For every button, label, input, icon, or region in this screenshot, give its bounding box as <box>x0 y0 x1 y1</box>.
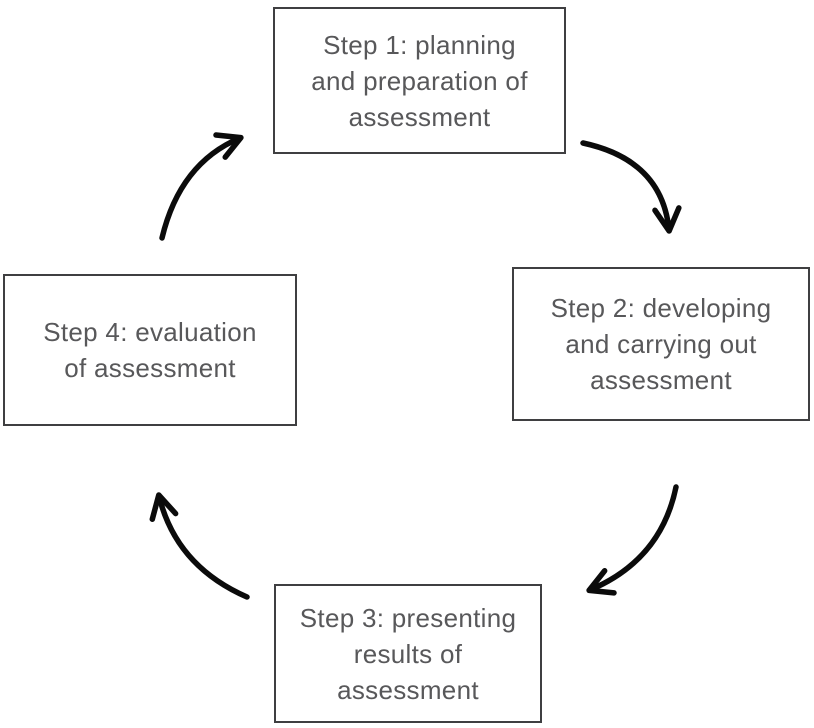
arrow-step3-to-step4 <box>149 492 250 600</box>
arrow-step1-to-step2 <box>580 140 682 234</box>
step-4-box: Step 4: evaluation of assessment <box>3 274 297 426</box>
step-3-line-2: results of <box>353 638 463 669</box>
step-3-line-1: Step 3: presenting <box>299 602 517 633</box>
step-4-line-1: Step 4: evaluation <box>43 317 257 347</box>
step-1-line-3: assessment <box>348 101 491 132</box>
step-2-line-1: Step 2: developing <box>550 293 772 323</box>
step-1-line-2: and preparation of <box>311 65 528 96</box>
step-3-line-3: assessment <box>337 674 479 705</box>
step-4-line-2: of assessment <box>64 353 236 383</box>
step-1-box: Step 1: planning and preparation of asse… <box>273 7 566 154</box>
step-1-line-1: Step 1: planning <box>323 29 516 60</box>
step-2-line-2: and carrying out <box>565 329 757 359</box>
step-3-box: Step 3: presenting results of assessment <box>274 584 542 723</box>
arrow-step4-to-step1 <box>159 132 244 241</box>
step-2-box: Step 2: developing and carrying out asse… <box>512 267 810 421</box>
step-2-line-3: assessment <box>590 365 732 395</box>
arrow-step2-to-step3 <box>586 484 679 596</box>
